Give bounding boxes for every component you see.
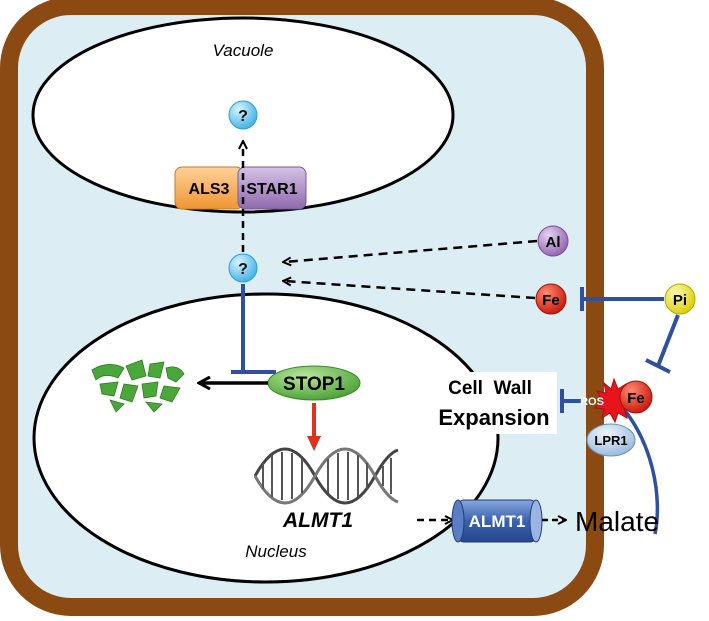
pi-ion xyxy=(664,283,696,315)
pi-label: Pi xyxy=(673,292,687,309)
degraded-protein-fragments-icon xyxy=(91,359,185,413)
unknown-top-label: ? xyxy=(238,108,248,125)
unknown-molecule-cytoplasm xyxy=(228,253,258,283)
inhibition-bar-fe-right xyxy=(645,358,671,374)
fe-left-label: Fe xyxy=(542,292,560,309)
fe-arrow xyxy=(284,281,536,300)
almt1-channel xyxy=(451,499,543,543)
vacuole-label: Vacuole xyxy=(213,41,274,60)
inhibition-pi-to-fe-right xyxy=(656,314,680,367)
almt1-gene-label: ALMT1 xyxy=(282,509,353,532)
star1-box xyxy=(237,166,307,210)
lpr1-label: LPR1 xyxy=(594,433,627,448)
almt1-channel-label: ALMT1 xyxy=(469,512,526,531)
fe-ion-right xyxy=(619,380,653,414)
cell-wall-label: Cell Wall xyxy=(448,378,532,399)
unknown-molecule-vacuole xyxy=(228,100,258,130)
expansion-label: Expansion xyxy=(438,405,549,430)
fe-ion-left xyxy=(535,283,567,315)
nucleus xyxy=(32,292,500,584)
ros-label: ROS xyxy=(580,396,604,408)
dna-double-helix-icon xyxy=(253,447,399,505)
al-arrow xyxy=(284,239,538,262)
nucleus-label: Nucleus xyxy=(245,542,307,561)
star1-label: STAR1 xyxy=(246,181,297,198)
stop1-label: STOP1 xyxy=(283,374,345,395)
al-ion xyxy=(537,225,569,257)
malate-label: Malate xyxy=(575,506,659,537)
fe-right-label: Fe xyxy=(627,390,645,407)
als3-label: ALS3 xyxy=(189,181,230,198)
cell-wall-expansion-box xyxy=(427,372,557,434)
lpr1-enzyme xyxy=(586,423,636,457)
unknown-mid-label: ? xyxy=(238,261,248,278)
al-label: Al xyxy=(546,234,561,251)
malate-fe-link xyxy=(612,396,660,535)
